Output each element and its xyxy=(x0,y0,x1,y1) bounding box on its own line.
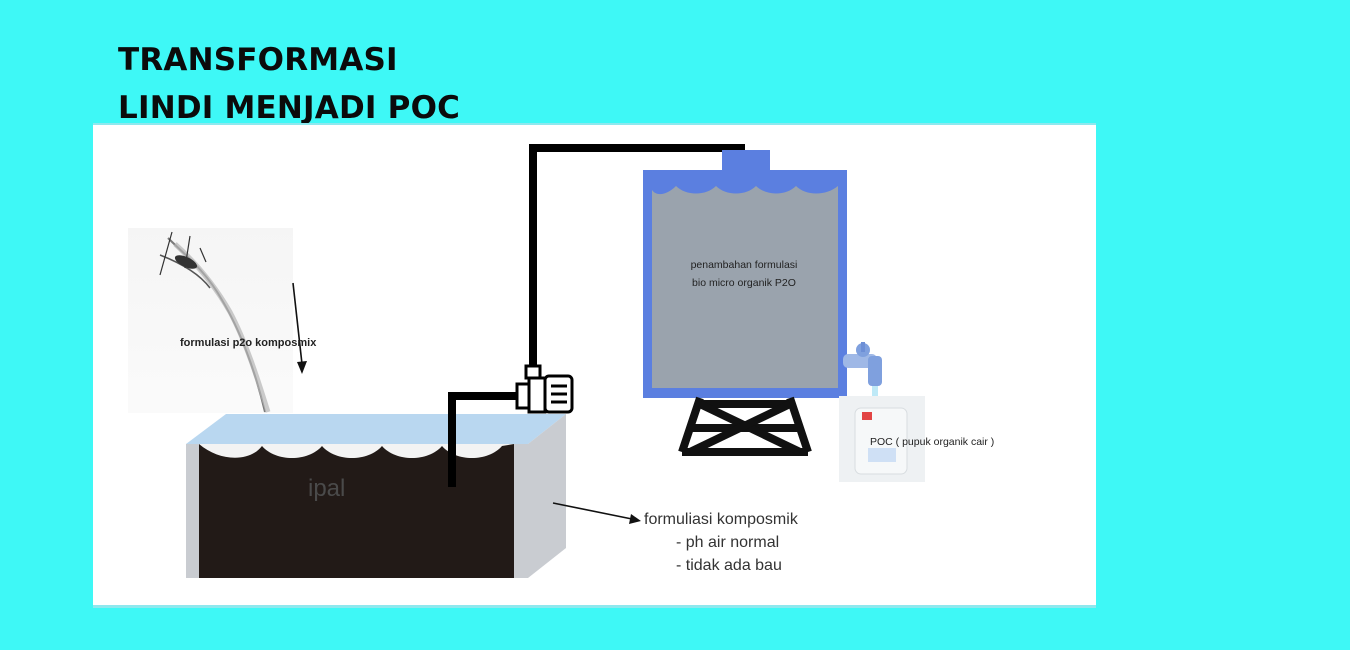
poc-jerrycan xyxy=(839,396,925,482)
ipal-pool xyxy=(186,414,566,578)
result-line-1: formuliasi komposmik xyxy=(644,511,798,528)
result-list: formuliasi komposmik - ph air normal - t… xyxy=(644,508,798,577)
ipal-label: ipal xyxy=(308,475,346,502)
spray-label: formulasi p2o komposmix xyxy=(180,337,317,349)
tank-label-line-2: bio micro organik P2O xyxy=(692,277,796,289)
pipe xyxy=(448,144,745,487)
page-title: TRANSFORMASI LINDI MENJADI POC xyxy=(118,36,460,132)
result-line-3: - tidak ada bau xyxy=(676,557,782,574)
title-line-1: TRANSFORMASI xyxy=(118,42,398,78)
result-arrow xyxy=(552,502,641,524)
poc-label: POC ( pupuk organik cair ) xyxy=(870,436,995,448)
bio-tank xyxy=(643,150,847,398)
tank-label: penambahan formulasi bio micro organik P… xyxy=(664,256,824,292)
tank-stand xyxy=(678,396,812,456)
result-line-2: - ph air normal xyxy=(676,534,780,551)
tank-label-line-1: penambahan formulasi xyxy=(690,259,798,271)
faucet-icon xyxy=(843,342,882,400)
spray-stream xyxy=(128,228,293,413)
spray-arrow xyxy=(292,282,307,374)
title-line-2: LINDI MENJADI POC xyxy=(118,90,461,126)
pump-icon xyxy=(515,364,574,414)
